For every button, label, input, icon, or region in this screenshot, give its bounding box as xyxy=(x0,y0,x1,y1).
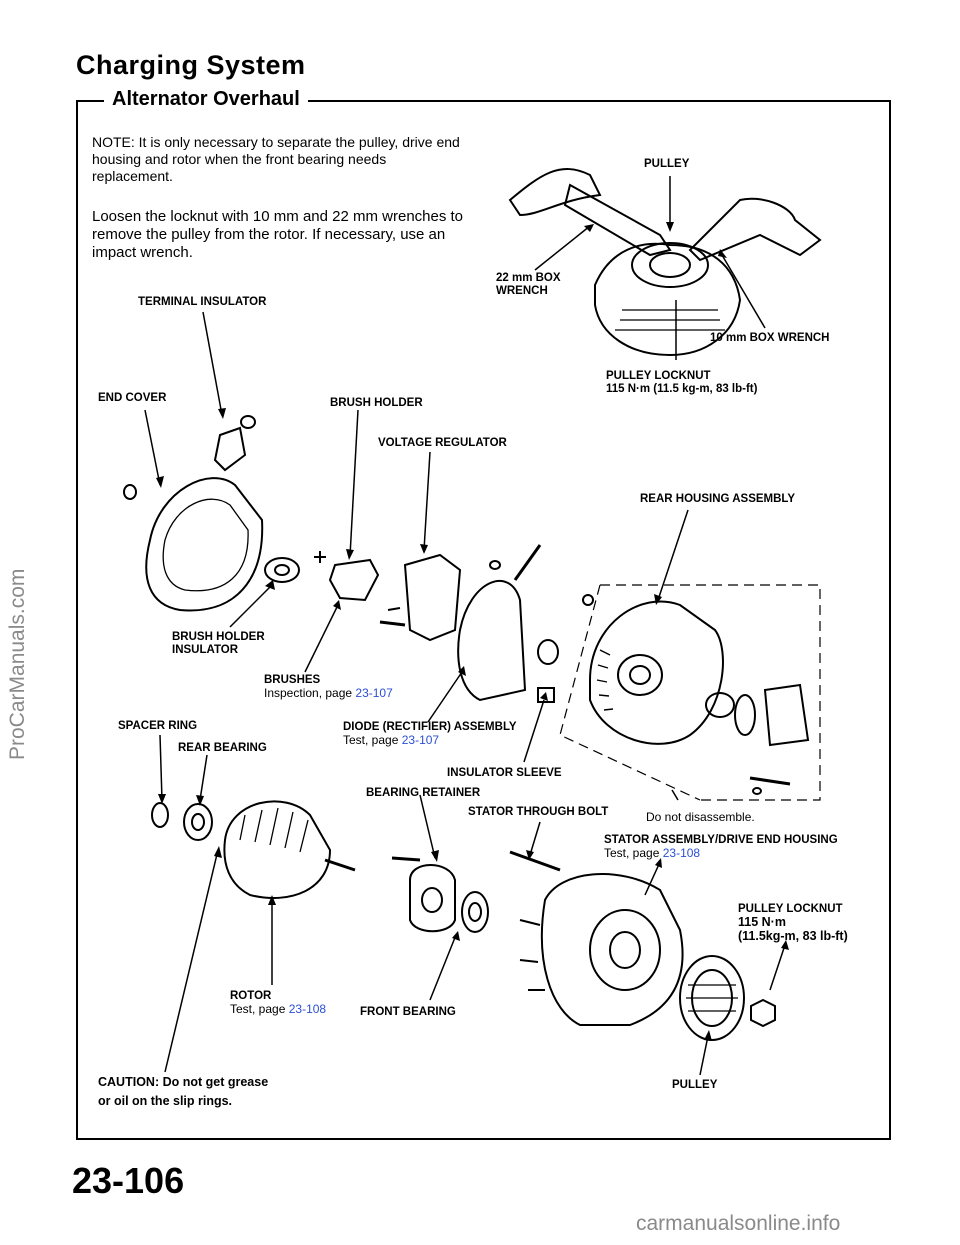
terminal-insulator-part xyxy=(213,415,256,472)
label-stator-through-bolt: STATOR THROUGH BOLT xyxy=(468,806,609,818)
label-22mm-box-wrench-line2: WRENCH xyxy=(496,285,548,297)
arrow-heads xyxy=(156,222,789,1041)
label-end-cover: END COVER xyxy=(98,392,167,404)
rear-bearing-part xyxy=(151,802,213,841)
brush-holder-part xyxy=(264,551,380,602)
label-rear-housing-assembly: REAR HOUSING ASSEMBLY xyxy=(640,493,796,505)
label-pulley-bottom: PULLEY xyxy=(672,1079,718,1091)
label-voltage-regulator: VOLTAGE REGULATOR xyxy=(378,437,507,449)
label-diode-assembly: DIODE (RECTIFIER) ASSEMBLY xyxy=(343,721,517,733)
rear-housing-part xyxy=(559,584,821,801)
label-terminal-insulator: TERMINAL INSULATOR xyxy=(138,296,267,308)
label-bearing-retainer: BEARING RETAINER xyxy=(366,787,481,799)
label-brush-holder: BRUSH HOLDER xyxy=(330,397,423,409)
link-page-23-108-rotor[interactable]: 23-108 xyxy=(288,1002,327,1016)
page-number: 23-106 xyxy=(72,1160,185,1201)
label-22mm-box-wrench: 22 mm BOX xyxy=(496,272,561,284)
page-title: Charging System xyxy=(76,50,306,80)
rotor-part xyxy=(223,800,356,899)
label-brush-holder-insulator-line2: INSULATOR xyxy=(172,644,239,656)
stator-reference: Test, page 23-108 xyxy=(604,846,701,860)
caution-text: CAUTION: Do not get grease xyxy=(98,1075,269,1089)
link-page-23-108-stator[interactable]: 23-108 xyxy=(662,846,701,860)
label-insulator-sleeve: INSULATOR SLEEVE xyxy=(447,767,562,779)
loosen-instruction: Loosen the locknut with 10 mm and 22 mm … xyxy=(92,208,464,261)
label-brushes: BRUSHES xyxy=(264,674,321,686)
diode-reference: Test, page 23-107 xyxy=(343,733,440,747)
stator-drive-end-housing-part xyxy=(519,873,684,1026)
diode-assembly-part xyxy=(457,544,542,702)
pulley-removal-illustration xyxy=(508,168,822,357)
front-bearing-part xyxy=(391,856,489,933)
leader-lines xyxy=(144,176,786,1076)
end-cover-part xyxy=(123,477,264,612)
label-stator-assembly: STATOR ASSEMBLY/DRIVE END HOUSING xyxy=(604,834,838,846)
note-do-not-disassemble: Do not disassemble. xyxy=(646,810,755,824)
link-page-23-107-brushes[interactable]: 23-107 xyxy=(355,686,393,700)
label-pulley-locknut-bottom-torque-line2: (11.5kg-m, 83 lb-ft) xyxy=(738,929,848,943)
label-spacer-ring: SPACER RING xyxy=(118,720,198,732)
insulator-sleeve-part xyxy=(537,594,594,703)
label-pulley-locknut-bottom-torque: 115 N·m xyxy=(738,915,786,929)
watermark-side: ProCarManuals.com xyxy=(6,568,29,760)
label-pulley-locknut-top-torque: 115 N·m (11.5 kg-m, 83 lb-ft) xyxy=(606,383,758,395)
watermark-bottom: carmanualsonline.info xyxy=(636,1212,841,1235)
rotor-reference: Test, page 23-108 xyxy=(230,1002,327,1016)
section-subtitle: Alternator Overhaul xyxy=(104,88,308,111)
label-rotor: ROTOR xyxy=(230,990,272,1002)
label-10mm-box-wrench: 10 mm BOX WRENCH xyxy=(710,332,830,344)
brushes-reference: Inspection, page 23-107 xyxy=(264,686,393,700)
label-brush-holder-insulator: BRUSH HOLDER xyxy=(172,631,265,643)
pulley-part xyxy=(679,955,776,1041)
voltage-regulator-part xyxy=(379,553,462,642)
caution-text-line2: or oil on the slip rings. xyxy=(98,1094,233,1108)
label-pulley-locknut-top: PULLEY LOCKNUT xyxy=(606,370,711,382)
label-pulley-locknut-bottom: PULLEY LOCKNUT xyxy=(738,903,843,915)
note-text: NOTE: It is only necessary to separate t… xyxy=(92,134,460,184)
link-page-23-107-diode[interactable]: 23-107 xyxy=(401,733,440,747)
label-front-bearing: FRONT BEARING xyxy=(360,1006,456,1018)
label-rear-bearing: REAR BEARING xyxy=(178,742,267,754)
diagram-frame xyxy=(76,100,891,1140)
stator-through-bolt-part xyxy=(509,850,561,872)
label-pulley-top: PULLEY xyxy=(644,158,690,170)
